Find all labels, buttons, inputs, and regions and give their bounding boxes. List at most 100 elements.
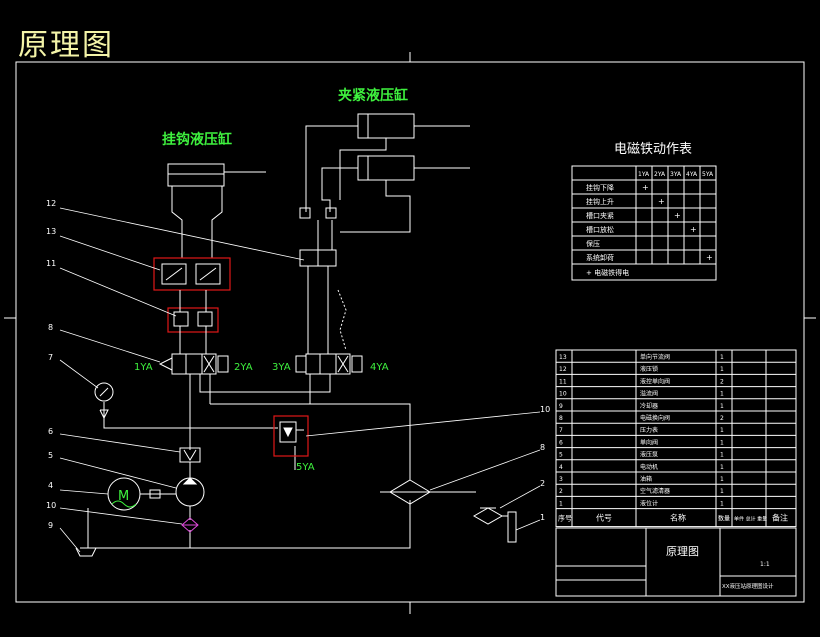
solenoid-table-mark: + xyxy=(690,225,697,234)
parts-list-qty: 1 xyxy=(720,439,724,446)
hook-cylinder xyxy=(167,163,266,258)
solenoid-table-mark: + xyxy=(674,211,681,220)
title-block-drawing-name: 原理图 xyxy=(666,545,699,558)
solenoid-3ya-label: 3YA xyxy=(272,362,291,373)
clamp-cylinder-upper xyxy=(357,113,470,139)
callout-10b: 10 xyxy=(46,501,56,510)
parts-list-name: 溢流阀 xyxy=(640,390,658,398)
title-block-company: XX液压站原理图设计 xyxy=(722,582,774,590)
parts-list-qty: 1 xyxy=(720,464,724,471)
parts-list-qty: 2 xyxy=(720,415,724,422)
parts-list-name: 冷却器 xyxy=(640,402,658,410)
solenoid-table-action: 挂钩上升 xyxy=(586,197,614,206)
parts-list-qty: 1 xyxy=(720,366,724,373)
parts-list-qty: 2 xyxy=(720,378,724,385)
callout-13: 13 xyxy=(46,227,56,236)
parts-list-no: 10 xyxy=(559,391,567,398)
solenoid-table-frame xyxy=(571,165,717,281)
solenoid-table-action: 保压 xyxy=(586,239,600,248)
callout-7: 7 xyxy=(48,353,53,362)
parts-list-no: 12 xyxy=(559,366,567,373)
solenoid-table-header: 5YA xyxy=(702,171,714,178)
solenoid-5ya-label: 5YA xyxy=(296,462,315,473)
solenoid-table-header: 4YA xyxy=(686,171,698,178)
callout-numbers: 12 13 11 8 7 6 5 4 10 9 10 8 2 1 xyxy=(46,199,550,530)
clamp-cylinder-lower xyxy=(357,155,470,181)
solenoid-table-action: 挂钩下降 xyxy=(586,183,614,192)
solenoid-table-header: 2YA xyxy=(654,171,666,178)
throttle-valves xyxy=(161,263,221,285)
parts-list-qty: 1 xyxy=(720,427,724,434)
parts-list-no: 3 xyxy=(559,476,563,483)
solenoid-table-mark: + xyxy=(658,197,665,206)
parts-list-no: 4 xyxy=(559,464,563,471)
callout-1: 1 xyxy=(540,513,545,522)
parts-list-no: 1 xyxy=(559,500,563,507)
parts-list-no: 8 xyxy=(559,415,563,422)
callout-9: 8 xyxy=(540,443,545,452)
parts-list-name: 液压锁 xyxy=(640,365,658,373)
relief-valve xyxy=(279,421,304,443)
cooler xyxy=(380,479,476,505)
air-filter xyxy=(472,507,504,525)
directional-valve-right xyxy=(295,353,363,375)
parts-header-no: 序号 xyxy=(558,514,572,523)
clamp-down-pipes xyxy=(307,266,347,354)
callout-3: 9 xyxy=(48,521,53,530)
callout-12: 12 xyxy=(46,199,56,208)
motor-wave xyxy=(111,500,137,508)
parts-list-qty: 1 xyxy=(720,500,724,507)
parts-list-no: 9 xyxy=(559,403,563,410)
parts-list-name: 液压泵 xyxy=(640,451,658,459)
solenoid-table-title: 电磁铁动作表 xyxy=(614,142,692,157)
solenoid-table-action: 系统卸荷 xyxy=(586,253,614,262)
parts-header-qty: 数量 xyxy=(718,515,730,523)
callout-4: 4 xyxy=(48,481,53,490)
parts-list-qty: 1 xyxy=(720,452,724,459)
callout-8: 8 xyxy=(48,323,53,332)
parts-list-name: 单向节流阀 xyxy=(640,353,670,361)
callout-leaders xyxy=(59,207,541,553)
parts-list-qty: 1 xyxy=(720,391,724,398)
title-block: 原理图 1:1 XX液压站原理图设计 xyxy=(555,527,797,597)
parts-list-name: 液位计 xyxy=(640,499,658,507)
solenoid-table-note: + 电磁铁得电 xyxy=(586,268,629,277)
solenoid-table-action: 槽口放松 xyxy=(586,225,614,234)
callout-2: 2 xyxy=(540,479,545,488)
parts-list-frame xyxy=(555,349,797,528)
callout-6: 6 xyxy=(48,427,53,436)
main-pipes xyxy=(80,374,411,549)
parts-list-name: 压力表 xyxy=(640,426,658,434)
oil-tank xyxy=(75,547,97,557)
callout-5: 5 xyxy=(48,451,53,460)
solenoid-table-action: 槽口夹紧 xyxy=(586,211,614,220)
parts-list-no: 13 xyxy=(559,354,567,361)
pilot-check-valves xyxy=(173,290,213,354)
parts-list-qty: 1 xyxy=(720,476,724,483)
clamp-cylinder-label: 夹紧液压缸 xyxy=(338,87,408,104)
title-block-scale: 1:1 xyxy=(760,561,770,568)
page-title: 原理图 xyxy=(18,28,114,63)
directional-valve-left xyxy=(158,353,229,375)
parts-list-qty: 1 xyxy=(720,488,724,495)
parts-list-name: 空气滤清器 xyxy=(640,487,670,495)
parts-list-no: 2 xyxy=(559,488,563,495)
parts-header-remark: 备注 xyxy=(772,513,788,523)
parts-list-no: 11 xyxy=(559,378,567,385)
parts-list-no: 7 xyxy=(559,427,563,434)
oil-filter xyxy=(181,517,199,533)
level-gauge xyxy=(502,511,517,543)
pilot-check-box xyxy=(167,307,219,333)
parts-list-name: 单向阀 xyxy=(640,438,658,446)
hydraulic-pump xyxy=(175,477,205,507)
parts-list-qty: 1 xyxy=(720,403,724,410)
parts-header-code: 代号 xyxy=(596,513,612,523)
parts-list-no: 6 xyxy=(559,439,563,446)
throttle-box xyxy=(153,257,231,291)
solenoid-table-header: 3YA xyxy=(670,171,682,178)
parts-list-name: 电动机 xyxy=(640,463,658,471)
pressure-gauge xyxy=(94,382,114,420)
